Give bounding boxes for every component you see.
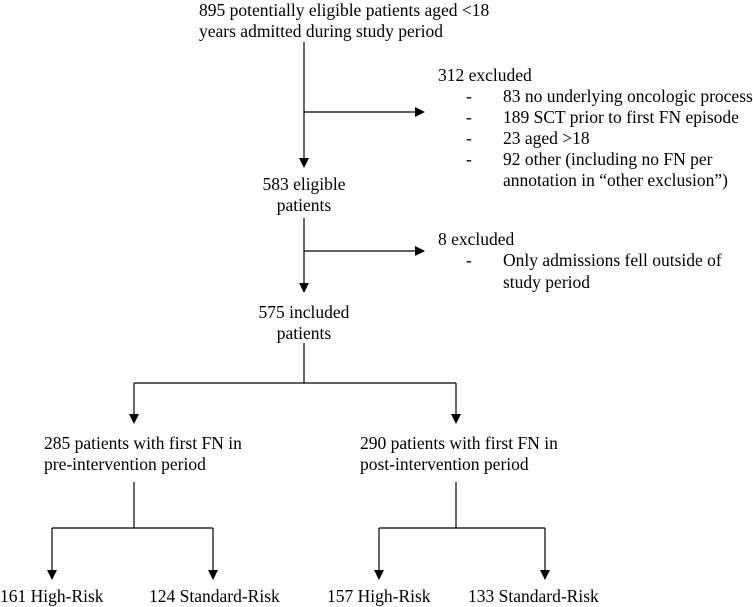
node-included: 575 included patients	[244, 302, 364, 344]
excluded-8-list: Only admissions fell outside of	[466, 250, 722, 271]
node-pre-intervention-line2: pre-intervention period	[44, 454, 206, 474]
node-post-intervention-line2: post-intervention period	[360, 454, 529, 474]
node-included-line1: 575 included	[258, 302, 350, 322]
excluded-312-item: 92 other (including no FN per	[466, 149, 753, 170]
node-eligible-line1: 583 eligible	[262, 174, 346, 194]
node-potentially-eligible-line2: years admitted during study period	[199, 21, 443, 41]
node-post-intervention: 290 patients with first FN in post-inter…	[360, 433, 558, 475]
node-post-high-risk: 157 High-Risk	[327, 586, 431, 606]
node-post-standard-risk: 133 Standard-Risk	[468, 586, 599, 606]
excluded-312-item: 83 no underlying oncologic process	[466, 86, 753, 107]
node-excluded-312-title: 312 excluded	[438, 65, 532, 85]
excluded-312-item-continuation: annotation in “other exclusion”)	[503, 170, 728, 190]
node-potentially-eligible-line1: 895 potentially eligible patients aged <…	[199, 0, 490, 20]
node-pre-intervention: 285 patients with first FN in pre-interv…	[44, 433, 242, 475]
excluded-312-item: 23 aged >18	[466, 128, 753, 149]
node-pre-standard-risk: 124 Standard-Risk	[149, 586, 280, 606]
node-excluded-8-title: 8 excluded	[438, 229, 515, 249]
excluded-8-item: Only admissions fell outside of	[466, 250, 722, 271]
node-eligible: 583 eligible patients	[244, 174, 364, 216]
node-pre-intervention-line1: 285 patients with first FN in	[44, 433, 242, 453]
excluded-312-item: 189 SCT prior to first FN episode	[466, 107, 753, 128]
node-included-line2: patients	[276, 323, 332, 343]
node-post-intervention-line1: 290 patients with first FN in	[360, 433, 558, 453]
node-pre-high-risk: 161 High-Risk	[0, 586, 104, 606]
node-eligible-line2: patients	[276, 195, 332, 215]
excluded-312-list: 83 no underlying oncologic process 189 S…	[466, 86, 753, 170]
node-potentially-eligible: 895 potentially eligible patients aged <…	[199, 0, 490, 42]
excluded-8-item-continuation: study period	[503, 272, 591, 292]
